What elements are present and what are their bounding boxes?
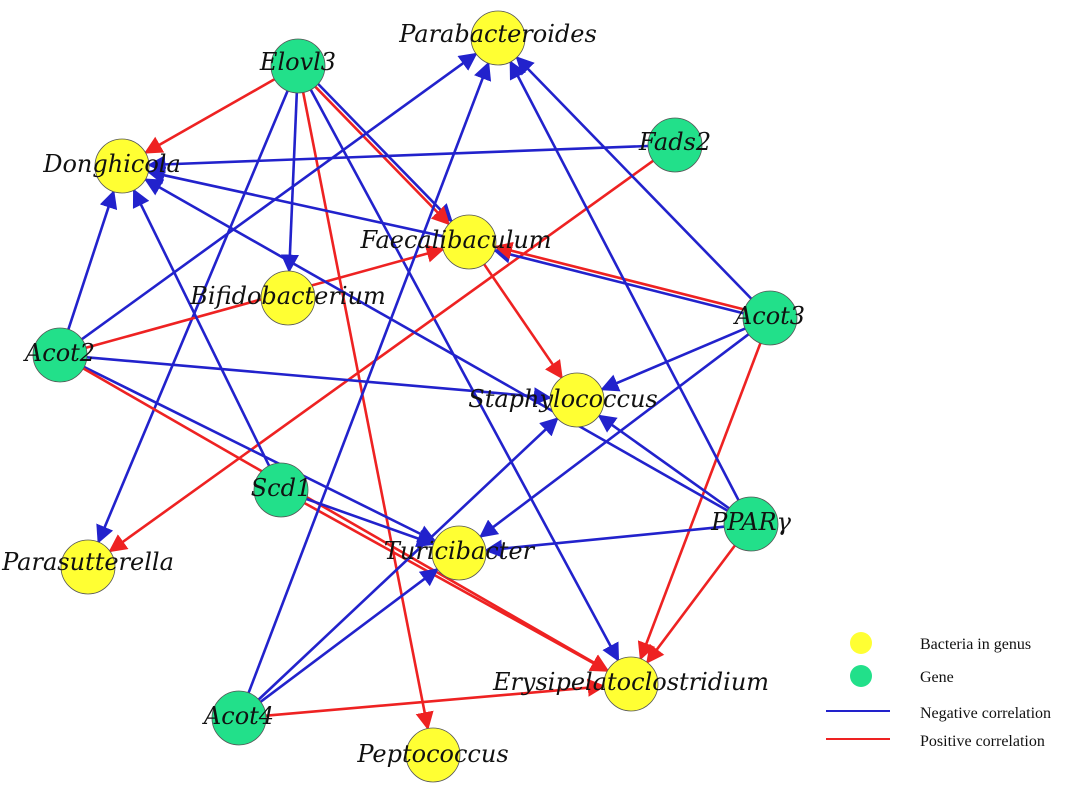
node-label: Acot3	[733, 302, 805, 330]
edge-scd1-to-turicibacter-negative	[306, 497, 436, 548]
edge-ppary-to-parabacteroides-negative	[509, 60, 740, 501]
node-fads2: Fads2	[638, 117, 711, 173]
node-faecalibaculum: Faecalibaculum	[359, 214, 552, 270]
node-acot3: Acot3	[733, 290, 805, 346]
node-label: Erysipelatoclostridium	[492, 668, 769, 696]
edge-acot2-to-erysipelatoclostridium-positive	[82, 367, 610, 672]
nodes-layer: Elovl3 ParabacteroidesFads2DonghicolaFaec…	[1, 10, 805, 783]
node-label: Faecalibaculum	[359, 226, 551, 254]
edge-acot4-to-parabacteroides-negative	[247, 61, 492, 694]
node-label: Acot2	[23, 339, 95, 367]
node-circle-gene	[742, 290, 798, 346]
node-label: PPARγ	[710, 508, 791, 536]
legend-gene-swatch	[850, 665, 872, 687]
edge-ppary-to-donghicola-negative	[143, 178, 729, 512]
edge-scd1-to-donghicola-negative	[132, 188, 271, 467]
node-circle-bacteria	[94, 138, 150, 194]
node-acot4: Acot4	[202, 690, 274, 746]
edges-layer	[67, 52, 762, 731]
node-circle-bacteria	[431, 525, 487, 581]
node-peptococcus: Peptococcus	[356, 727, 509, 783]
edge-acot2-to-staphylococcus-negative	[86, 356, 552, 406]
node-label: Donghicola	[42, 150, 181, 178]
edge-fads2-to-parasutterella-positive	[108, 159, 654, 553]
node-label: Acot4	[202, 702, 274, 730]
node-label: Elovl3	[259, 48, 336, 76]
edge-elovl3-to-bifidobacterium-negative	[280, 92, 299, 273]
edge-ppary-to-turicibacter-negative	[484, 525, 725, 558]
node-label: Bifidobacterium	[189, 282, 385, 310]
edge-elovl3-to-donghicola-positive	[143, 78, 276, 154]
node-circle-gene	[253, 462, 309, 518]
edge-ppary-to-staphylococcus-negative	[597, 414, 730, 510]
node-circle-bacteria	[603, 656, 659, 712]
node-label: Turicibacter	[384, 537, 536, 565]
edge-fads2-to-donghicola-negative	[147, 144, 649, 174]
edge-elovl3-to-faecalibaculum-negative	[317, 83, 453, 223]
node-circle-gene	[647, 117, 703, 173]
node-circle-bacteria	[549, 372, 605, 428]
node-scd1: Scd1	[251, 462, 312, 518]
node-donghicola: Donghicola	[42, 138, 181, 194]
node-staphylococcus: Staphylococcus	[468, 372, 658, 428]
node-circle-bacteria	[441, 214, 497, 270]
node-circle-gene	[32, 327, 88, 383]
node-circle-bacteria	[470, 10, 526, 66]
node-circle-gene	[723, 496, 779, 552]
node-label: Parasutterella	[1, 548, 174, 576]
node-elovl3: Elovl3	[259, 38, 336, 94]
node-label: Staphylococcus	[468, 385, 657, 413]
edge-elovl3-to-peptococcus-positive	[301, 92, 434, 731]
legend: Bacteria in genus Gene Negative correlat…	[826, 632, 1051, 750]
edge-acot4-to-turicibacter-negative	[259, 568, 439, 703]
node-bifidobacterium: Bifidobacterium	[189, 270, 386, 326]
node-parabacteroides: Parabacteroides	[398, 10, 597, 66]
edge-elovl3-to-erysipelatoclostridium-negative	[309, 89, 620, 662]
edge-acot3-to-faecalibaculum-positive	[493, 241, 745, 311]
edge-acot3-to-turicibacter-negative	[479, 333, 750, 538]
edge-elovl3-to-parasutterella-negative	[96, 90, 289, 544]
legend-negative-label: Negative correlation	[920, 705, 1051, 722]
node-erysipelatoclostridium: Erysipelatoclostridium	[492, 656, 769, 712]
edge-acot3-to-staphylococcus-negative	[600, 327, 746, 392]
legend-gene-label: Gene	[920, 669, 954, 686]
edge-faecalibaculum-to-donghicola-negative	[146, 166, 443, 238]
legend-positive-label: Positive correlation	[920, 733, 1045, 750]
edge-acot4-to-erysipelatoclostridium-positive	[265, 678, 606, 717]
legend-bacteria-label: Bacteria in genus	[920, 636, 1031, 653]
edge-acot2-to-donghicola-negative	[67, 189, 118, 330]
node-circle-gene	[211, 690, 267, 746]
node-label: Peptococcus	[356, 740, 508, 768]
node-ppary: PPARγ	[710, 496, 792, 552]
node-circle-bacteria	[60, 539, 116, 595]
edge-acot3-to-parabacteroides-negative	[515, 56, 753, 300]
edge-acot2-to-parabacteroides-negative	[81, 52, 478, 341]
edge-acot4-to-staphylococcus-negative	[257, 417, 559, 701]
node-label: Scd1	[251, 474, 312, 502]
node-label: Parabacteroides	[398, 20, 597, 48]
edge-faecalibaculum-to-staphylococcus-positive	[483, 263, 563, 380]
edge-scd1-to-erysipelatoclostridium-positive	[303, 501, 609, 673]
edge-acot3-to-faecalibaculum-negative	[492, 245, 744, 315]
legend-bacteria-swatch	[850, 632, 872, 654]
node-circle-bacteria	[405, 727, 461, 783]
node-circle-gene	[270, 38, 326, 94]
edge-acot2-to-turicibacter-negative	[83, 365, 437, 543]
node-circle-bacteria	[260, 270, 316, 326]
node-parasutterella: Parasutterella	[1, 539, 174, 595]
node-turicibacter: Turicibacter	[384, 525, 536, 581]
node-acot2: Acot2	[23, 327, 95, 383]
edge-ppary-to-erysipelatoclostridium-positive	[646, 544, 736, 664]
node-label: Fads2	[638, 128, 711, 156]
edge-acot3-to-erysipelatoclostridium-positive	[637, 342, 762, 661]
